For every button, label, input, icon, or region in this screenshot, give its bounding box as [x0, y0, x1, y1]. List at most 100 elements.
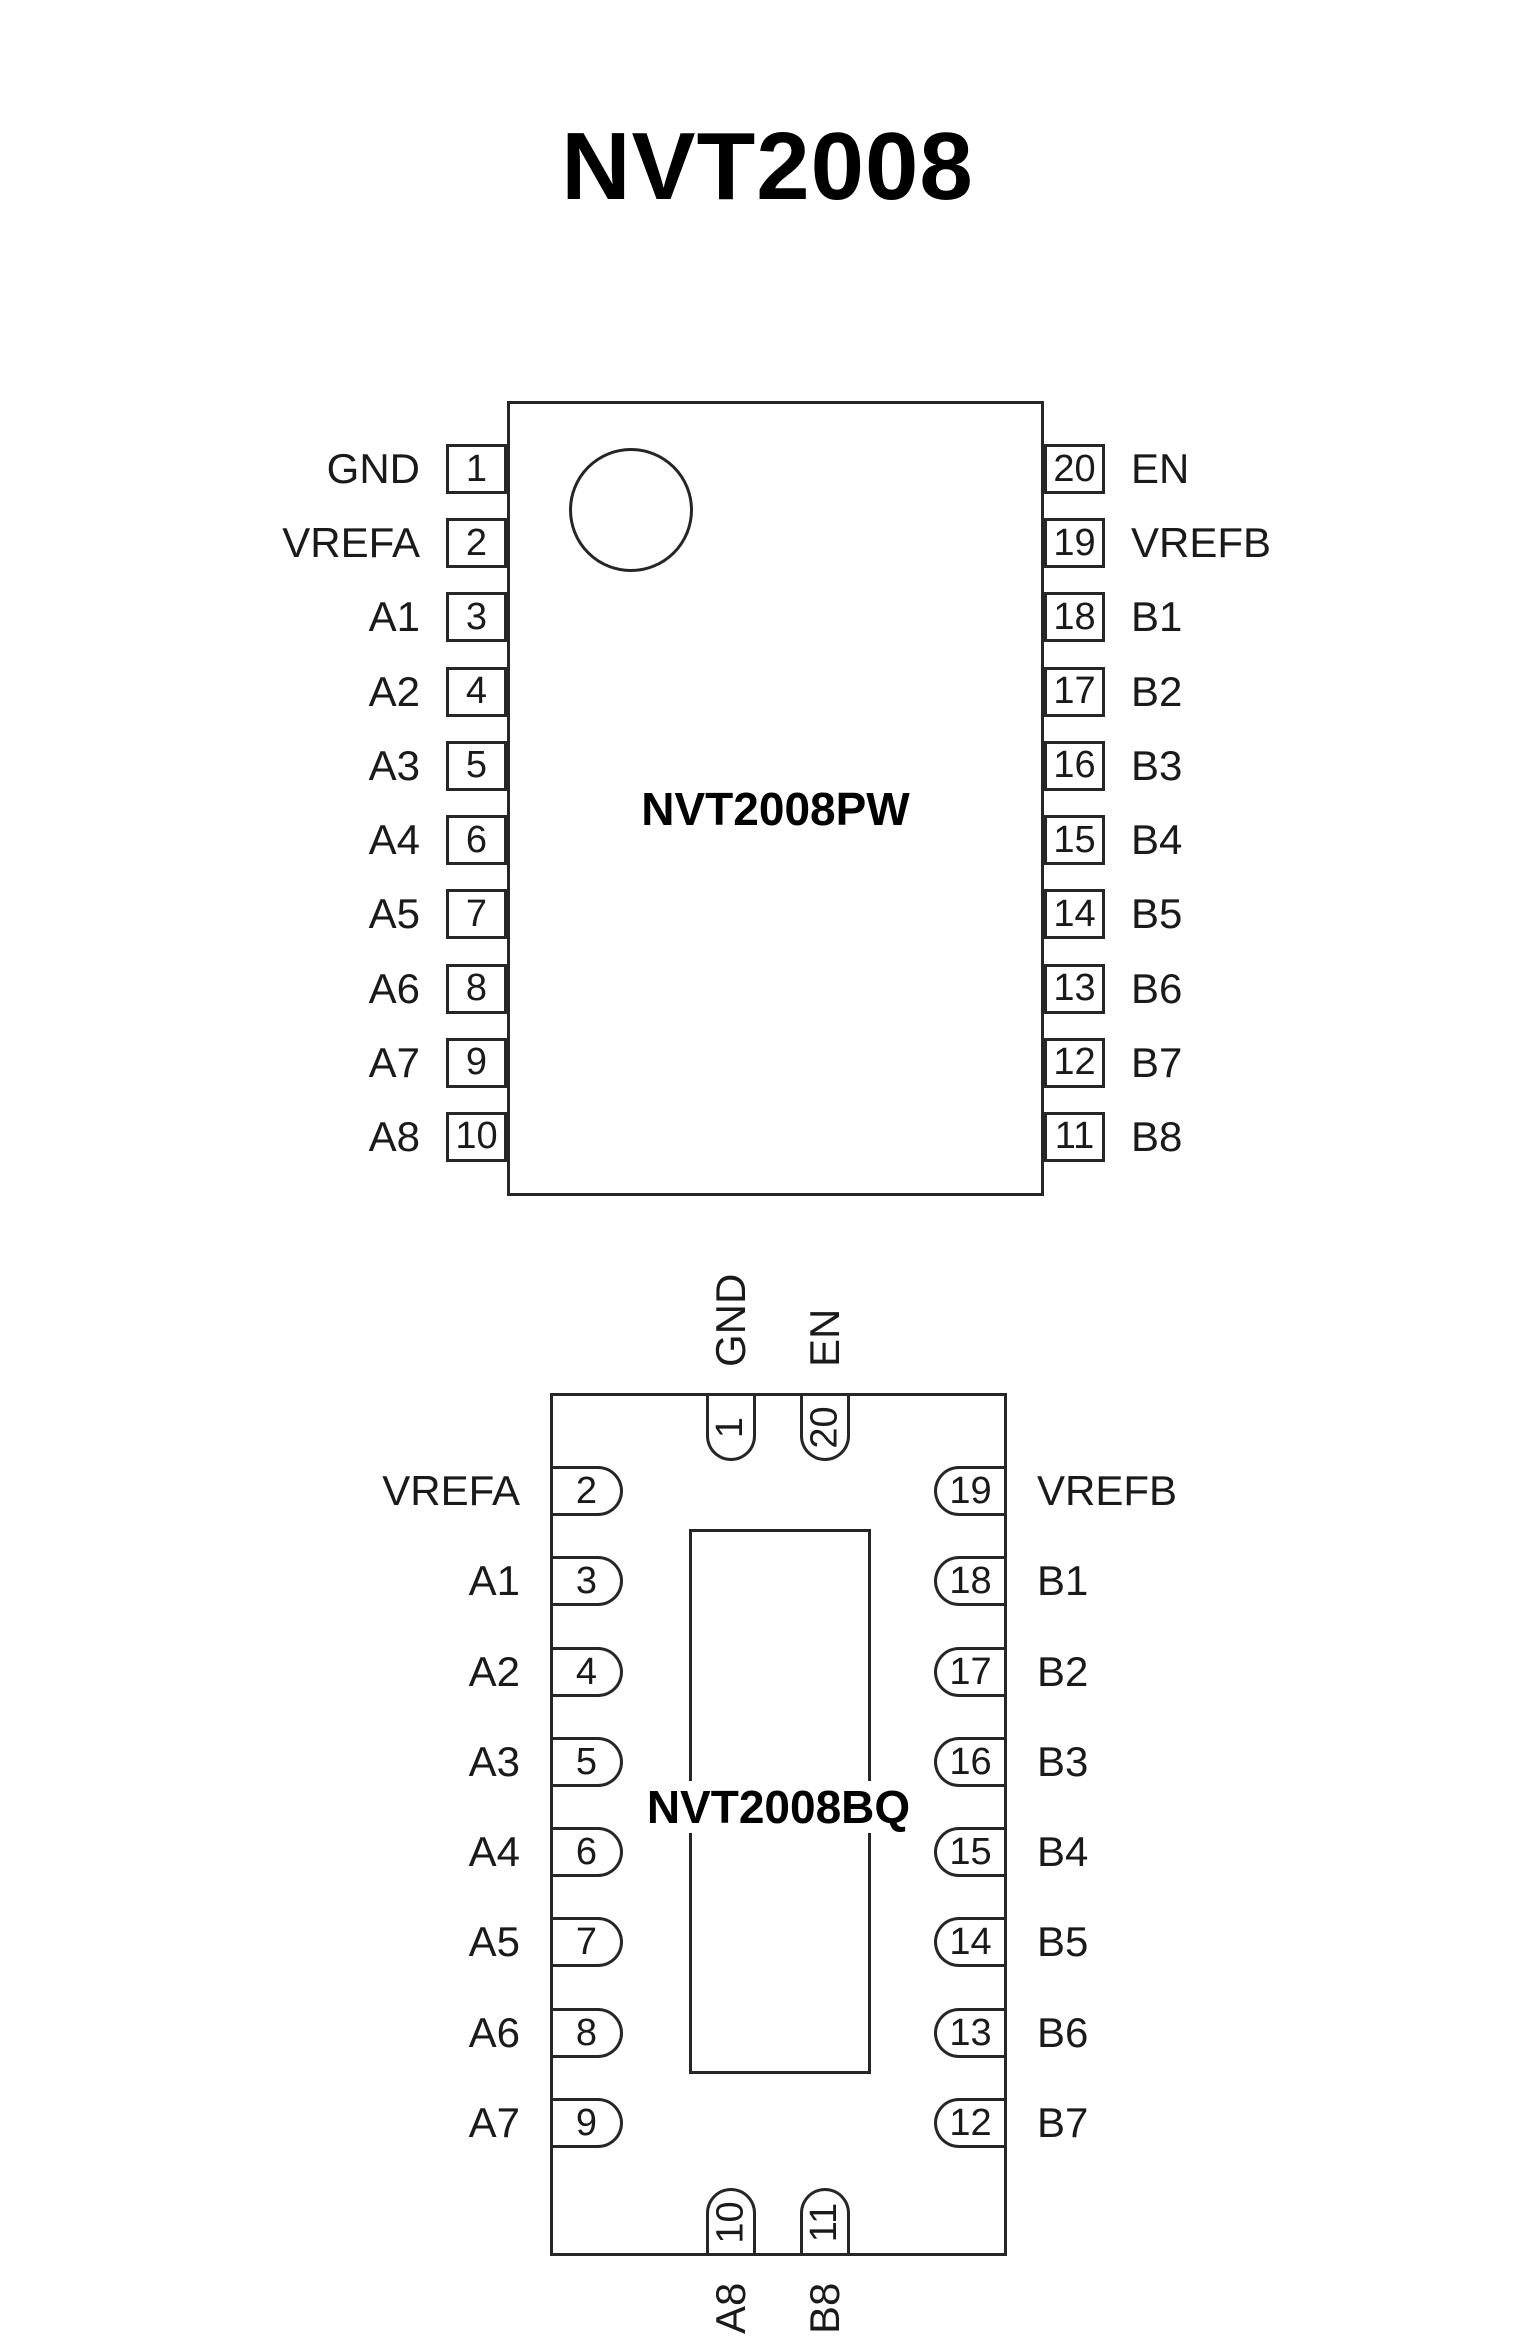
- pin-label: B6: [1131, 964, 1183, 1012]
- pin-number-box: 2: [446, 518, 507, 569]
- pin-label: VREFB: [1037, 1467, 1178, 1514]
- bq-chip-name-text: NVT2008BQ: [640, 1781, 917, 1833]
- pin-number-box: 1: [446, 444, 507, 494]
- pin-label: A2: [468, 1647, 520, 1695]
- bq-pin-18: 18: [934, 1556, 1004, 1606]
- pin-number-box: 16: [1044, 740, 1105, 791]
- pin-number: 9: [575, 2101, 598, 2144]
- pin-number: 16: [949, 1740, 992, 1783]
- pin-label: VREFB: [1131, 519, 1272, 567]
- pin-label: A2: [368, 667, 420, 715]
- pin-number: 14: [949, 1920, 992, 1963]
- bq-pin-2: 2: [553, 1466, 623, 1516]
- pin-number: 6: [575, 1830, 598, 1873]
- bq-label-row: A3: [230, 1737, 520, 1787]
- pin-number-box: 11: [1044, 1111, 1105, 1162]
- pin-number: 1: [709, 1416, 752, 1438]
- pin-number-box: 17: [1044, 666, 1105, 717]
- pin-number-box: 20: [1044, 444, 1105, 494]
- pin-number-box: 7: [446, 889, 507, 940]
- bq-pin-5: 5: [553, 1737, 623, 1787]
- page-title: NVT2008: [561, 113, 974, 220]
- pin-label: A3: [368, 741, 420, 789]
- bq-label-row: VREFB: [1037, 1466, 1327, 1516]
- pin-label: B6: [1037, 2008, 1089, 2056]
- pin-number: 10: [709, 2200, 752, 2244]
- pin-label: B4: [1131, 816, 1183, 864]
- pin-number: 13: [949, 2011, 992, 2054]
- pin-label: B5: [1131, 890, 1183, 938]
- bq-label-row: B3: [1037, 1737, 1327, 1787]
- pin-label: B1: [1131, 593, 1183, 641]
- pin-label: A4: [368, 816, 420, 864]
- bq-label-row: A4: [230, 1827, 520, 1877]
- pin-number: 12: [949, 2101, 992, 2144]
- bq-pin-6: 6: [553, 1827, 623, 1877]
- bq-top-label-en: EN: [801, 1308, 848, 1367]
- pin-row-b7: 12 B7: [1044, 1037, 1321, 1088]
- pin-label: A5: [468, 1918, 520, 1966]
- pin-label: VREFA: [382, 1467, 520, 1514]
- bq-label-row: B5: [1037, 1917, 1327, 1967]
- pw-chip-name: NVT2008PW: [641, 783, 910, 835]
- pin-number-box: 5: [446, 740, 507, 791]
- pin-number: 11: [803, 2202, 846, 2242]
- bq-pin-3: 3: [553, 1556, 623, 1606]
- bq-bottom-label-a8: A8: [707, 2282, 754, 2334]
- pin-label: B3: [1131, 741, 1183, 789]
- pin-number-box: 18: [1044, 592, 1105, 643]
- pin-number-box: 10: [446, 1111, 507, 1162]
- bq-pin-20: 20: [800, 1396, 850, 1461]
- pin-number: 3: [575, 1559, 598, 1602]
- pin-row-a3: A3 5: [230, 740, 507, 791]
- pin-number-box: 12: [1044, 1037, 1105, 1088]
- pin-number: 15: [949, 1830, 992, 1873]
- pin-number: 20: [803, 1405, 846, 1449]
- bq-left-label-column: VREFA A1 A2 A3 A4 A5 A6 A7: [230, 1466, 520, 2148]
- bq-right-label-column: VREFB B1 B2 B3 B4 B5 B6 B7: [1037, 1466, 1327, 2148]
- bq-pin-17: 17: [934, 1647, 1004, 1697]
- bq-label-row: B4: [1037, 1827, 1327, 1877]
- bq-pin-13: 13: [934, 2008, 1004, 2058]
- pin-label: A1: [468, 1557, 520, 1605]
- pin-row-b5: 14 B5: [1044, 889, 1321, 940]
- pin-number: 5: [575, 1740, 598, 1783]
- bq-pin-10: 10: [706, 2188, 756, 2253]
- bq-label-row: A6: [230, 2008, 520, 2058]
- pin-label: A6: [468, 2008, 520, 2056]
- pin-label: B7: [1131, 1038, 1183, 1086]
- pin-number: 19: [949, 1469, 992, 1512]
- pin-number: 8: [575, 2011, 598, 2054]
- pin-label: B7: [1037, 2098, 1089, 2146]
- pin-label: A1: [368, 593, 420, 641]
- pin-label: B2: [1037, 1647, 1089, 1695]
- pin-label: VREFA: [282, 519, 420, 567]
- pin-number-box: 14: [1044, 889, 1105, 940]
- pin-number-box: 9: [446, 1037, 507, 1088]
- bq-label-row: A2: [230, 1647, 520, 1697]
- pin-number-box: 13: [1044, 963, 1105, 1014]
- pin-label: B1: [1037, 1557, 1089, 1605]
- pin-row-b3: 16 B3: [1044, 740, 1321, 791]
- pin-label: A6: [368, 964, 420, 1012]
- bq-pin-4: 4: [553, 1647, 623, 1697]
- pin-label: B3: [1037, 1737, 1089, 1785]
- bq-pin-12: 12: [934, 2098, 1004, 2148]
- bq-label-row: A5: [230, 1917, 520, 1967]
- bq-pin-8: 8: [553, 2008, 623, 2058]
- bq-label-row: A7: [230, 2098, 520, 2148]
- bq-pin-9: 9: [553, 2098, 623, 2148]
- bq-chip-body: NVT2008BQ 1 20 2 3 4 5 6 7 8 9 19 18 17 …: [550, 1393, 1007, 2256]
- bq-pin-14: 14: [934, 1917, 1004, 1967]
